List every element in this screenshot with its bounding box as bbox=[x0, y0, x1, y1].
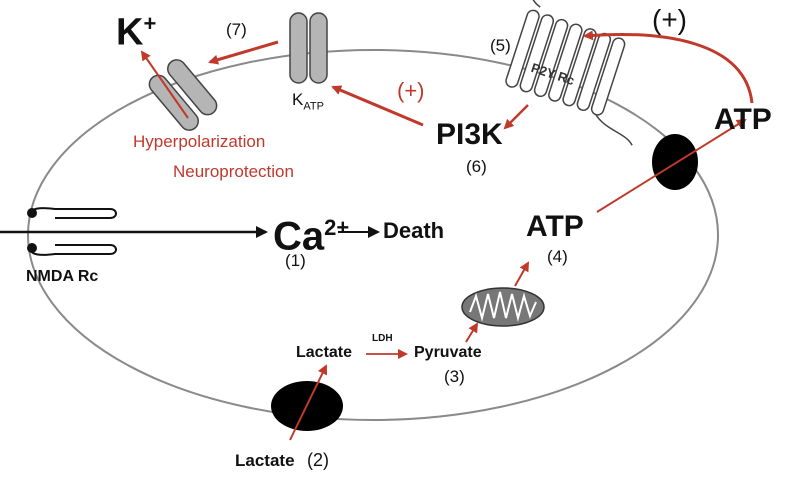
neuroprotection-label: Neuroprotection bbox=[173, 162, 294, 181]
potassium-ion-label: K+ bbox=[116, 4, 156, 53]
pyruvate-label: Pyruvate bbox=[414, 344, 482, 361]
potassium-symbol: K bbox=[116, 11, 144, 54]
positive-effect-mid-label: (+) bbox=[397, 78, 425, 103]
arrow-p2y-to-pi3k bbox=[503, 104, 529, 130]
arrow-lactate-uptake bbox=[289, 364, 327, 441]
calcium-charge: 2+ bbox=[324, 215, 350, 240]
step-7-label: (7) bbox=[226, 20, 247, 39]
katp-subscript: ATP bbox=[303, 100, 324, 113]
arrow-pi3k-to-katp bbox=[331, 85, 424, 127]
potassium-channel bbox=[148, 59, 218, 131]
katp-label: KATP bbox=[292, 90, 324, 112]
katp-main-text: K bbox=[292, 90, 304, 109]
lactate-extracellular-label: Lactate bbox=[235, 451, 295, 470]
cell-membrane bbox=[27, 49, 719, 421]
step-4-label: (4) bbox=[547, 247, 568, 266]
ldh-label: LDH bbox=[372, 333, 393, 344]
calcium-ion-label: Ca2+ bbox=[273, 206, 349, 258]
step-5-label: (5) bbox=[490, 36, 511, 55]
step-3-label: (3) bbox=[444, 367, 465, 386]
calcium-symbol: Ca bbox=[273, 214, 325, 259]
nmda-receptor bbox=[27, 207, 117, 256]
step-2-label: (2) bbox=[307, 450, 329, 470]
hyperpolarization-label: Hyperpolarization bbox=[133, 132, 266, 151]
arrow-atp-to-p2y bbox=[583, 30, 754, 104]
lactate-intracellular-label: Lactate bbox=[296, 344, 353, 361]
pi3k-label: PI3K bbox=[436, 118, 503, 151]
p2y-receptor bbox=[505, 0, 633, 146]
arrow-atp-release bbox=[596, 118, 747, 213]
mitochondrion bbox=[461, 287, 545, 327]
nmda-receptor-label: NMDA Rc bbox=[26, 268, 99, 285]
atp-extracellular-label: ATP bbox=[714, 103, 772, 136]
death-label: Death bbox=[383, 218, 445, 243]
step-1-label: (1) bbox=[285, 251, 306, 270]
atp-intracellular-label: ATP bbox=[526, 210, 584, 243]
arrow-katp-to-k-channel bbox=[208, 40, 279, 65]
arrow-pyruvate-to-mitochondrion bbox=[465, 322, 479, 343]
potassium-charge: + bbox=[143, 11, 157, 36]
step-6-label: (6) bbox=[466, 157, 487, 176]
k-efflux-line bbox=[140, 50, 189, 119]
atp-release-channel bbox=[652, 134, 698, 190]
positive-effect-top-label: (+) bbox=[652, 4, 687, 35]
katp-channel bbox=[289, 12, 328, 84]
arrow-mitochondrion-to-atp bbox=[514, 261, 529, 287]
